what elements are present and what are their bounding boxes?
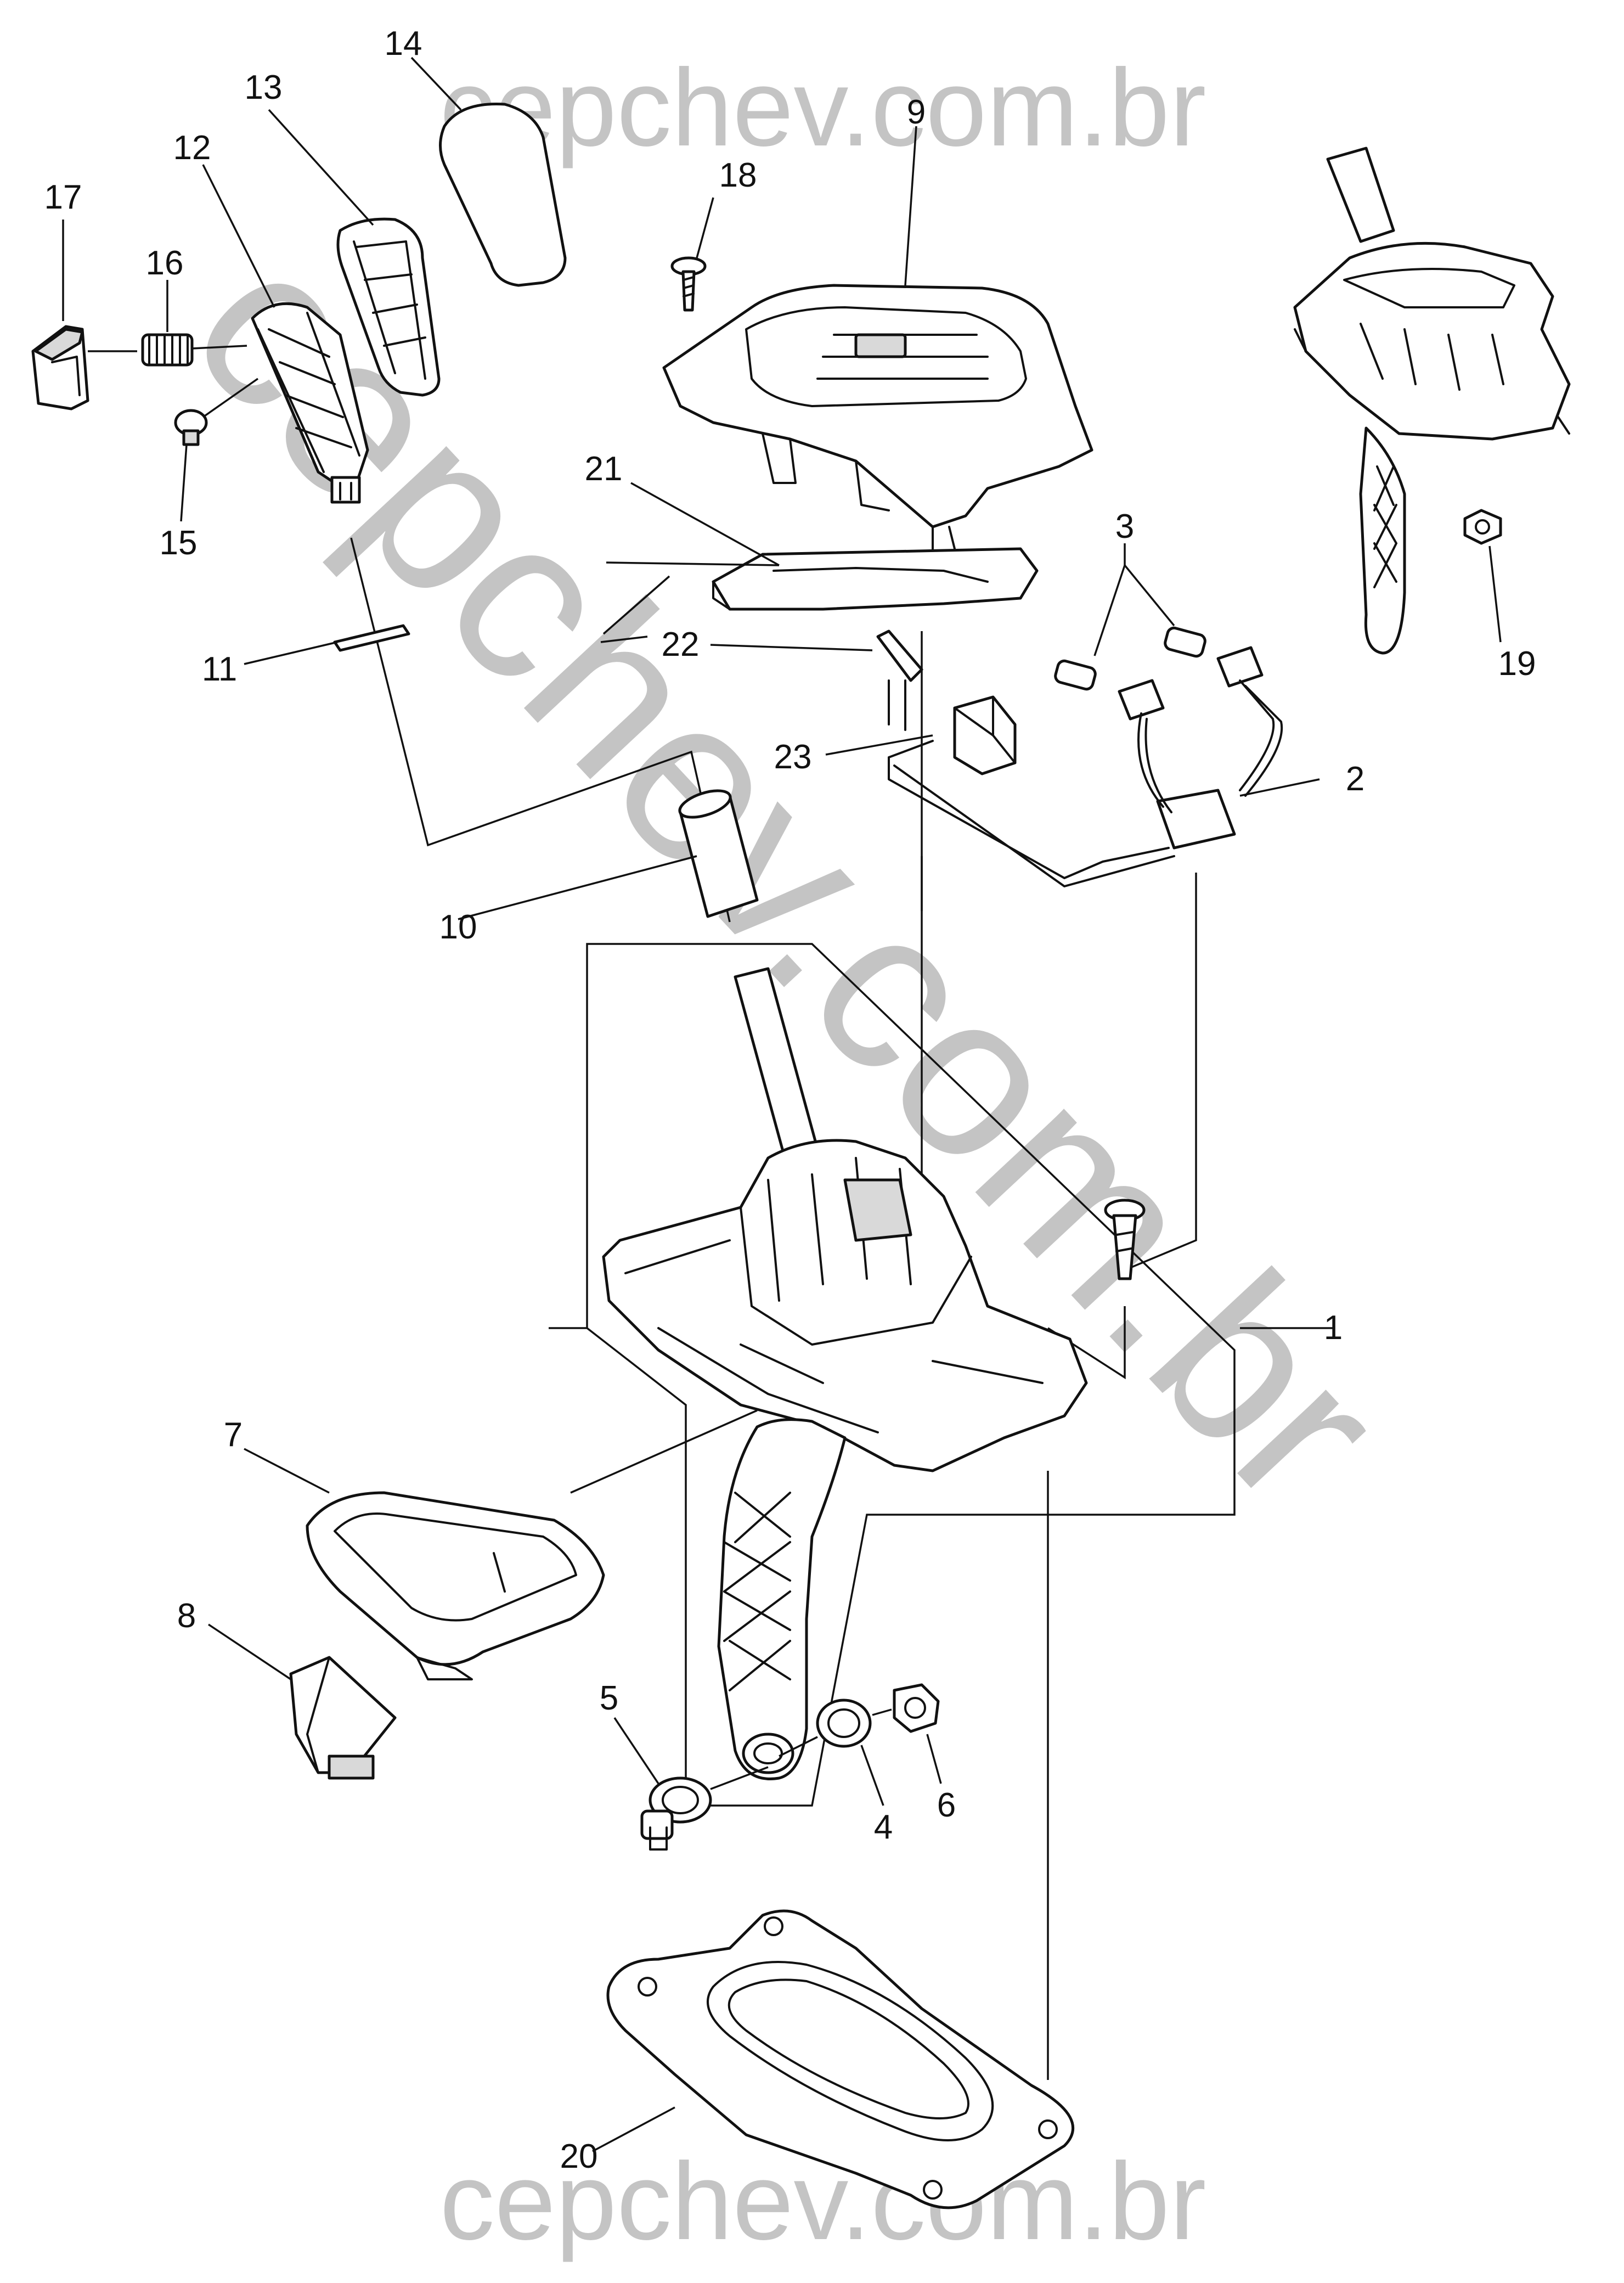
callout-17: 17 bbox=[44, 178, 82, 216]
callout-10: 10 bbox=[439, 908, 477, 946]
part-9-console-bezel bbox=[662, 284, 1093, 550]
part-2-wiring-harness bbox=[888, 646, 1283, 887]
part-22-bracket bbox=[876, 629, 923, 731]
leader-21 bbox=[602, 575, 670, 635]
part-14-knob-cap bbox=[439, 103, 567, 287]
part-8-trim-clip bbox=[289, 1656, 397, 1780]
part-4-bushing-ring bbox=[779, 1699, 872, 1757]
callout-12: 12 bbox=[173, 129, 211, 167]
callout-numbers: 1 2 3 4 5 6 7 8 9 10 11 12 13 14 15 16 1… bbox=[44, 25, 1536, 2175]
part-12-knob-frame bbox=[251, 302, 369, 504]
part-17-end-cap bbox=[31, 325, 137, 411]
part-13-knob-trim bbox=[336, 217, 441, 397]
callout-21: 21 bbox=[585, 450, 623, 488]
callout-5: 5 bbox=[600, 1679, 618, 1717]
callout-20: 20 bbox=[560, 2138, 598, 2175]
callout-15: 15 bbox=[160, 524, 198, 562]
part-15-screw bbox=[174, 378, 259, 446]
part-23-sensor bbox=[953, 695, 1017, 775]
watermark-top: cepchev.com.br bbox=[440, 47, 1206, 169]
part-16-spring bbox=[141, 333, 247, 367]
callout-6: 6 bbox=[937, 1786, 956, 1824]
callout-leaders bbox=[62, 57, 1502, 2152]
group-lines bbox=[350, 537, 1236, 2080]
callout-11: 11 bbox=[202, 650, 237, 688]
callout-22: 22 bbox=[662, 626, 700, 663]
leader-21-gasket bbox=[630, 482, 780, 566]
part-7-boot bbox=[306, 1491, 605, 1680]
assembled-shifter-view bbox=[1293, 147, 1571, 655]
callout-2: 2 bbox=[1346, 760, 1364, 798]
part-20-base-plate bbox=[606, 1909, 1075, 2209]
callout-19: 19 bbox=[1498, 645, 1536, 683]
callout-18: 18 bbox=[719, 156, 757, 194]
part-3-plugs bbox=[1054, 564, 1206, 691]
callout-3: 3 bbox=[1115, 508, 1134, 546]
callout-7: 7 bbox=[224, 1416, 243, 1454]
callout-16: 16 bbox=[146, 244, 184, 282]
part-19-nut bbox=[1463, 509, 1502, 545]
part-1-shifter-assembly bbox=[602, 967, 1146, 1780]
callout-4: 4 bbox=[874, 1808, 893, 1846]
leader-21b bbox=[606, 561, 780, 566]
part-10-sleeve bbox=[678, 789, 759, 918]
callout-9: 9 bbox=[907, 93, 926, 131]
part-5-bushing bbox=[640, 1766, 769, 1851]
callout-13: 13 bbox=[245, 69, 283, 106]
part-21-gasket bbox=[712, 547, 1039, 611]
callout-23: 23 bbox=[774, 738, 812, 776]
part-18-screw bbox=[670, 256, 707, 312]
callout-14: 14 bbox=[385, 25, 422, 63]
callout-1: 1 bbox=[1324, 1309, 1343, 1347]
part-6-nut bbox=[872, 1683, 940, 1733]
callout-8: 8 bbox=[177, 1597, 196, 1635]
part-11-clip bbox=[333, 624, 410, 652]
